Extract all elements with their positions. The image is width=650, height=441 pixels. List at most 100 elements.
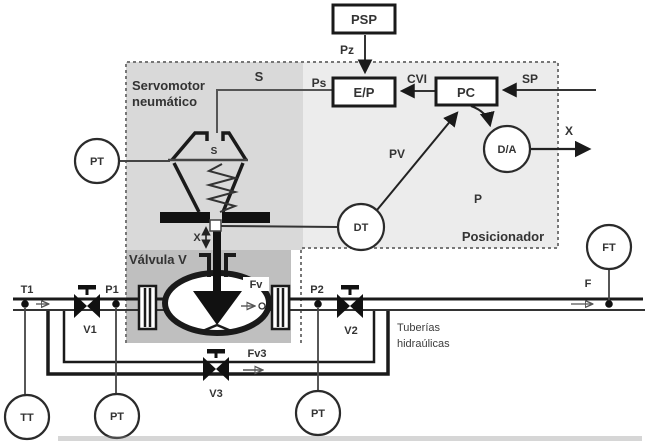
valve-v1 bbox=[74, 285, 100, 318]
valve-flow-port bbox=[258, 302, 266, 310]
v1-body-left bbox=[74, 294, 87, 318]
t1-label: T1 bbox=[21, 284, 34, 296]
fv-label-box bbox=[243, 277, 269, 291]
spring-icon bbox=[205, 163, 239, 213]
yoke-bar-left bbox=[160, 212, 210, 223]
stem-to-dt-line bbox=[220, 225, 339, 228]
v1-stem bbox=[85, 289, 89, 295]
ft-label: FT bbox=[602, 242, 616, 254]
function-blocks bbox=[331, 3, 499, 108]
tt-instrument bbox=[3, 393, 51, 441]
pneumatic-actuator bbox=[160, 131, 270, 292]
actuator-case-bottom-left bbox=[172, 162, 201, 213]
actuator-case-top-left bbox=[170, 131, 209, 162]
valve-plug-icon bbox=[193, 291, 242, 325]
p2-label: P2 bbox=[310, 284, 323, 296]
bonnet-right bbox=[224, 253, 236, 277]
yoke-bar-right bbox=[222, 212, 270, 223]
valve-v2 bbox=[337, 285, 363, 318]
da-converter bbox=[482, 124, 532, 174]
pc-to-da-arrow bbox=[470, 105, 495, 128]
pt-left-label: PT bbox=[110, 411, 124, 423]
main-pipe bbox=[13, 297, 645, 311]
pv-arrow bbox=[376, 111, 459, 211]
fv3-label: Fv3 bbox=[248, 348, 267, 360]
psp-block bbox=[331, 3, 397, 35]
f-tap bbox=[605, 300, 613, 308]
ps-label: Ps bbox=[312, 76, 327, 90]
pt-left-instrument bbox=[93, 392, 141, 440]
flange-left-body bbox=[137, 284, 158, 331]
pt-right-label: PT bbox=[311, 408, 325, 420]
pt-top-label: PT bbox=[90, 156, 104, 168]
ps-supply-line bbox=[216, 89, 333, 133]
dashed-region-outline bbox=[125, 61, 559, 343]
pz-label: Pz bbox=[340, 43, 354, 57]
p1-label: P1 bbox=[105, 284, 118, 296]
f-label: F bbox=[585, 278, 592, 290]
flange-right-body bbox=[270, 284, 291, 331]
pt-right-instrument bbox=[294, 389, 342, 437]
servomotor-region bbox=[126, 62, 303, 250]
valve-v3 bbox=[203, 349, 229, 381]
stem-s-label: S bbox=[211, 146, 218, 157]
sp-label: SP bbox=[522, 72, 538, 86]
tuberias-label-2: hidraúlicas bbox=[397, 338, 450, 350]
tuberias-label-1: Tuberías bbox=[397, 322, 441, 334]
v3-handle-icon bbox=[207, 349, 225, 354]
positioner-label: Posicionador bbox=[462, 229, 544, 244]
signal-lines bbox=[36, 35, 596, 370]
bonnet-left bbox=[199, 253, 211, 277]
pt-top-instrument bbox=[73, 137, 121, 185]
pv-label: PV bbox=[389, 147, 405, 161]
p2-tap bbox=[314, 300, 322, 308]
servo-region-label-1: Servomotor bbox=[132, 78, 205, 93]
v3-body-left bbox=[203, 357, 216, 381]
pc-label: PC bbox=[457, 85, 476, 100]
p-label: P bbox=[474, 192, 482, 206]
valve-seat-left bbox=[197, 323, 218, 335]
flange-left bbox=[137, 284, 158, 331]
v3-stem bbox=[214, 353, 218, 358]
v1-label: V1 bbox=[83, 324, 96, 336]
da-label: D/A bbox=[498, 144, 517, 156]
v2-stem bbox=[348, 289, 352, 295]
fv-label: Fv bbox=[250, 279, 264, 291]
cvi-label: CVI bbox=[407, 72, 427, 86]
actuator-case-top-right bbox=[221, 131, 248, 161]
t1-tap bbox=[21, 300, 29, 308]
psp-label: PSP bbox=[351, 12, 377, 27]
dt-label: DT bbox=[354, 222, 369, 234]
pipe-taps bbox=[21, 300, 613, 308]
ep-block bbox=[331, 76, 397, 108]
v2-handle-icon bbox=[341, 285, 359, 290]
bottom-artifact-strip bbox=[58, 436, 642, 441]
x-output-label: X bbox=[565, 124, 573, 138]
dt-instrument bbox=[336, 202, 386, 252]
tt-label: TT bbox=[20, 412, 34, 424]
v2-label: V2 bbox=[344, 325, 357, 337]
flange-right bbox=[270, 284, 291, 331]
servo-region-label-2: neumático bbox=[132, 94, 197, 109]
valve-region-label: Válvula V bbox=[129, 252, 187, 267]
stem-position-node bbox=[209, 219, 222, 232]
valve-stem bbox=[213, 224, 221, 292]
valve-seat-right bbox=[216, 323, 237, 335]
v2-body-right bbox=[350, 294, 363, 318]
v1-handle-icon bbox=[78, 285, 96, 290]
instrument-circles bbox=[3, 124, 633, 441]
ep-label: E/P bbox=[354, 85, 375, 100]
labels: PSP E/P PC Pz Ps CVI SP S Servomotor neu… bbox=[20, 12, 616, 424]
servo-s-label: S bbox=[255, 69, 264, 84]
v3-body-right bbox=[216, 357, 229, 381]
instrument-lines bbox=[24, 269, 610, 397]
bypass-pipe bbox=[46, 311, 390, 376]
p1-tap bbox=[112, 300, 120, 308]
ft-instrument bbox=[585, 223, 633, 271]
x-travel-label: X bbox=[193, 232, 201, 244]
bypass-outer-line bbox=[46, 311, 390, 376]
v3-label: V3 bbox=[209, 388, 222, 400]
v1-body-right bbox=[87, 294, 100, 318]
